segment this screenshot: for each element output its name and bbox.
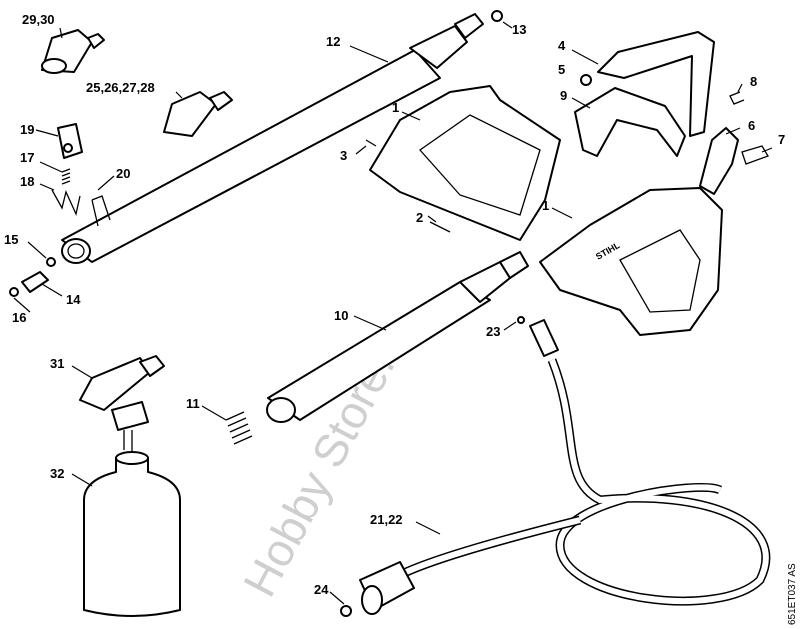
- part-24-o-ring[interactable]: [340, 605, 352, 617]
- drawing-code: 651ET037 AS: [787, 563, 798, 625]
- callout-11: 11: [186, 396, 200, 411]
- callout-5: 5: [558, 62, 565, 77]
- part-9-trigger-guard[interactable]: [574, 87, 686, 157]
- part-25-28-nozzle[interactable]: [163, 91, 233, 137]
- part-4-trigger[interactable]: [597, 31, 715, 137]
- callout-6: 6: [748, 118, 755, 133]
- part-12-lance[interactable]: [61, 13, 484, 264]
- part-15-o-ring[interactable]: [46, 257, 56, 267]
- callout-17: 17: [20, 150, 34, 165]
- part-17-spring[interactable]: [61, 168, 71, 185]
- part-32-bottle[interactable]: [83, 451, 181, 617]
- part-1-handle-right-half[interactable]: STIHL: [539, 187, 723, 336]
- part-3-screw[interactable]: [365, 139, 377, 147]
- callout-25-28: 25,26,27,28: [86, 80, 155, 95]
- part-31-foam-nozzle[interactable]: [79, 355, 165, 452]
- part-21-22-hose[interactable]: [359, 319, 771, 615]
- callout-31: 31: [50, 356, 64, 371]
- callout-14: 14: [66, 292, 81, 307]
- callout-1-upper: 1: [392, 100, 399, 115]
- callout-1-lower: 1: [542, 198, 549, 213]
- part-20-wire[interactable]: [91, 195, 111, 227]
- callout-24: 24: [314, 582, 329, 597]
- part-13-o-ring[interactable]: [491, 10, 503, 22]
- callout-10: 10: [334, 308, 348, 323]
- callout-8: 8: [750, 74, 757, 89]
- callout-2: 2: [416, 210, 423, 225]
- part-1-handle-left-half[interactable]: [369, 85, 561, 241]
- callout-29-30: 29,30: [22, 12, 55, 27]
- callout-18: 18: [20, 174, 34, 189]
- callout-12: 12: [326, 34, 340, 49]
- part-6-valve[interactable]: [699, 127, 739, 195]
- part-2-pin[interactable]: [429, 221, 451, 233]
- part-29-30-nozzle[interactable]: [41, 29, 105, 74]
- leader-lines: [13, 21, 773, 605]
- callout-21-22: 21,22: [370, 512, 403, 527]
- callout-3: 3: [340, 148, 347, 163]
- part-10-tube[interactable]: [266, 251, 529, 423]
- part-8-clip[interactable]: [729, 91, 745, 105]
- part-7-clip[interactable]: [741, 145, 769, 165]
- callout-9: 9: [560, 88, 567, 103]
- part-5-o-ring[interactable]: [580, 74, 592, 86]
- callout-labels: 29,30 12 13 4 5 8 25,26,27,28 1 9 6 7 19…: [4, 12, 785, 597]
- callout-4: 4: [558, 38, 566, 53]
- callout-20: 20: [116, 166, 130, 181]
- callout-15: 15: [4, 232, 18, 247]
- callout-7: 7: [778, 132, 785, 147]
- part-18-wire-clip[interactable]: [51, 189, 81, 217]
- callout-16: 16: [12, 310, 26, 325]
- part-23-o-ring[interactable]: [517, 316, 525, 324]
- part-14-connector[interactable]: [21, 271, 49, 293]
- part-11-spring[interactable]: [225, 411, 253, 445]
- callout-19: 19: [20, 122, 34, 137]
- part-16-o-ring[interactable]: [9, 287, 19, 297]
- callout-23: 23: [486, 324, 500, 339]
- part-19-clip[interactable]: [57, 123, 83, 159]
- callout-32: 32: [50, 466, 64, 481]
- callout-13: 13: [512, 22, 526, 37]
